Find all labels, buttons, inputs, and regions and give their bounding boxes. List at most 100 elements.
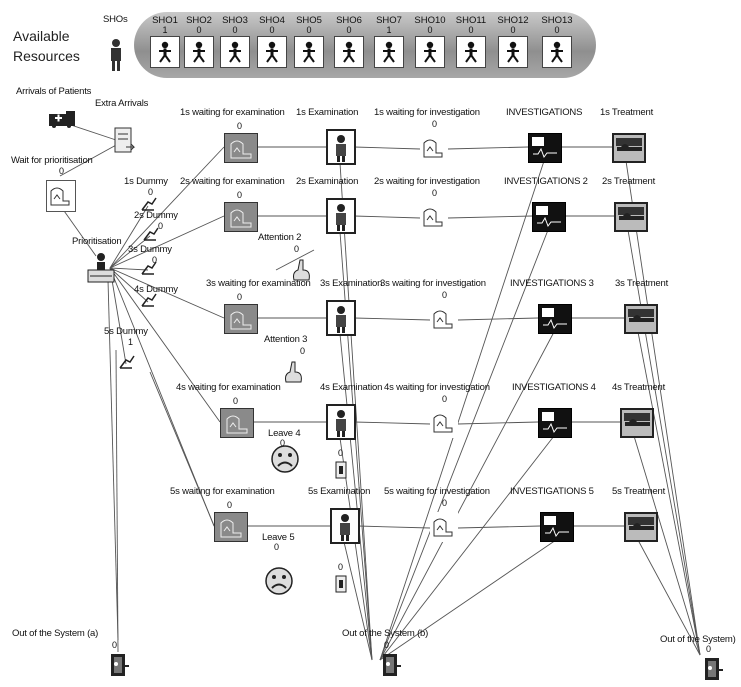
row-4-exam-label: 4s Examination <box>320 382 382 393</box>
leave-5-count: 0 <box>274 542 279 552</box>
sho-count: 0 <box>411 26 449 35</box>
sho-person-icon <box>294 36 324 68</box>
leave-5-exit-icon <box>334 574 348 599</box>
sho-2: SHO20 <box>180 16 218 68</box>
row-5-investigations-box <box>540 512 574 542</box>
sho-count: 0 <box>494 26 532 35</box>
sho-person-icon <box>220 36 250 68</box>
row-4-waiting-label: 4s waiting for examination <box>176 382 281 393</box>
row-1-winv-count: 0 <box>432 119 437 129</box>
row-3-exam-label: 3s Examination <box>320 278 382 289</box>
leave-4-sad-face-icon <box>270 444 300 479</box>
leave-4-exit-icon <box>334 460 348 485</box>
sho-pool-person-icon <box>108 38 124 77</box>
arrivals-label: Arrivals of Patients <box>16 86 91 97</box>
row-2-waiting-queue <box>224 202 258 232</box>
row-3-winv-queue <box>430 304 458 334</box>
row-2-waiting-label: 2s waiting for examination <box>180 176 285 187</box>
sho-person-icon <box>456 36 486 68</box>
leave-4-side-count: 0 <box>338 448 343 458</box>
row-1-investigations-box <box>528 133 562 163</box>
flow-link <box>150 372 220 540</box>
sho-count: 0 <box>452 26 490 35</box>
sho-person-icon <box>257 36 287 68</box>
flow-link <box>634 436 700 655</box>
sho-count: 0 <box>253 26 291 35</box>
sink-3-count: 0 <box>706 644 711 654</box>
row-2-winv-label: 2s waiting for investigation <box>374 176 480 187</box>
row-1-treatment-label: 1s Treatment <box>600 107 653 118</box>
row-3-waiting-count: 0 <box>237 292 242 302</box>
sink-3-label: Out of the System) <box>660 634 736 645</box>
prioritisation-desk-icon <box>86 252 116 289</box>
sink-2-exit-door-icon <box>380 652 402 683</box>
row-4-waiting-queue <box>220 408 254 438</box>
row-4-winv-count: 0 <box>442 394 447 404</box>
row-3-treatment-box <box>624 304 658 334</box>
row-5-treatment-box <box>624 512 658 542</box>
row-1-winv-label: 1s waiting for investigation <box>374 107 480 118</box>
row-1-exam-label: 1s Examination <box>296 107 358 118</box>
row-3-waiting-queue <box>224 304 258 334</box>
row-5-winv-label: 5s waiting for investigation <box>384 486 490 497</box>
sho-count: 0 <box>538 26 576 35</box>
shos-label: SHOs <box>103 14 128 25</box>
dummy-3-hand-icon <box>140 260 158 283</box>
row-4-investigations-box <box>538 408 572 438</box>
row-3-winv-count: 0 <box>442 290 447 300</box>
sho-person-icon <box>334 36 364 68</box>
row-5-exam-box <box>330 508 360 544</box>
dummy-2-label: 2s Dummy <box>134 210 178 221</box>
row-2-exam-label: 2s Examination <box>296 176 358 187</box>
sho-person-icon <box>150 36 180 68</box>
available-resources-title: Available Resources <box>13 26 80 66</box>
row-5-investigations-label: INVESTIGATIONS 5 <box>510 486 594 497</box>
flow-link <box>380 161 544 660</box>
row-1-investigations-label: INVESTIGATIONS <box>506 107 582 118</box>
row-2-winv-count: 0 <box>432 188 437 198</box>
row-1-waiting-label: 1s waiting for examination <box>180 107 285 118</box>
flow-link <box>380 540 556 660</box>
flow-link <box>458 318 538 320</box>
row-5-winv-count: 0 <box>442 498 447 508</box>
attention-3-count: 0 <box>300 346 305 356</box>
row-2-treatment-label: 2s Treatment <box>602 176 655 187</box>
attention-2-hand-icon <box>290 258 312 287</box>
row-1-winv-queue <box>420 133 448 163</box>
wait-prioritisation-count: 0 <box>59 166 64 176</box>
row-1-treatment-box <box>612 133 646 163</box>
sink-3-exit-door-icon <box>702 656 724 687</box>
row-4-exam-box <box>326 404 356 440</box>
row-3-investigations-label: INVESTIGATIONS 3 <box>510 278 594 289</box>
row-2-investigations-label: INVESTIGATIONS 2 <box>504 176 588 187</box>
sink-2-count: 0 <box>384 640 389 650</box>
row-5-waiting-label: 5s waiting for examination <box>170 486 275 497</box>
flow-link <box>448 216 532 218</box>
sink-2-label: Out of the System (b) <box>342 628 428 639</box>
row-2-winv-queue <box>420 202 448 232</box>
sho-person-icon <box>542 36 572 68</box>
row-3-winv-label: 3s waiting for investigation <box>380 278 486 289</box>
sho-count: 0 <box>216 26 254 35</box>
sho-8: SHO100 <box>411 16 449 68</box>
row-4-treatment-label: 4s Treatment <box>612 382 665 393</box>
extra-arrivals-label: Extra Arrivals <box>95 98 148 109</box>
leave-5-side-count: 0 <box>338 562 343 572</box>
flow-link <box>358 526 430 528</box>
flow-link <box>448 147 528 149</box>
sho-person-icon <box>374 36 404 68</box>
sho-person-icon <box>498 36 528 68</box>
row-2-treatment-box <box>614 202 648 232</box>
row-5-waiting-count: 0 <box>227 500 232 510</box>
flow-link <box>354 147 420 149</box>
attention-2-label: Attention 2 <box>258 232 301 243</box>
sho-person-icon <box>415 36 445 68</box>
sink-1-count: 0 <box>112 640 117 650</box>
sho-count: 0 <box>290 26 328 35</box>
